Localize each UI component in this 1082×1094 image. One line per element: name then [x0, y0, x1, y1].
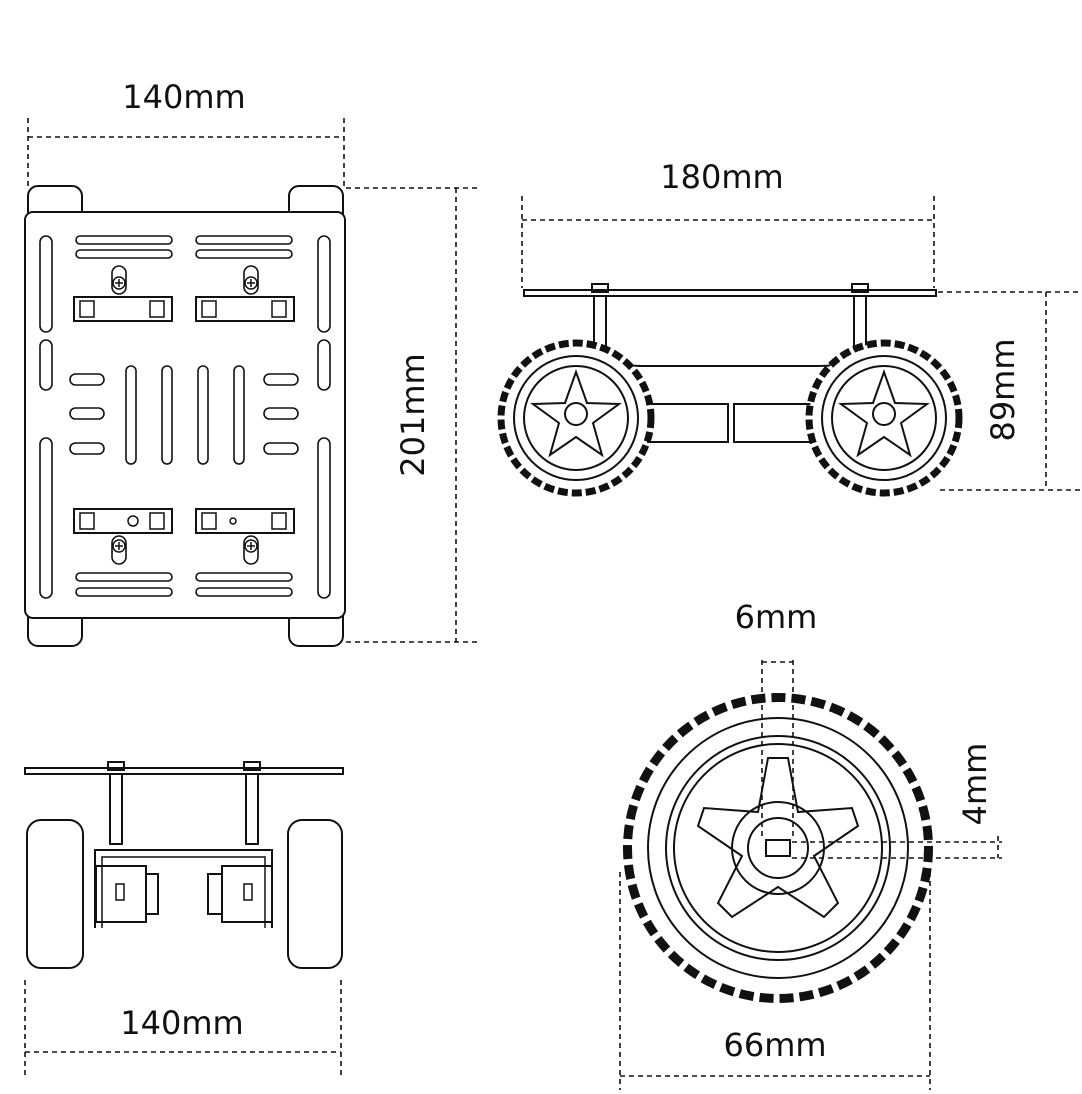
front-left-wheel [26, 819, 84, 969]
hub-flat-label: 4mm [956, 743, 994, 826]
side-length-label: 180mm [660, 158, 783, 196]
top-plate [24, 211, 346, 619]
wheel-icon [805, 339, 963, 497]
screw-icon [111, 265, 259, 565]
wheel-detail: 6mm 4mm 66mm [619, 598, 1002, 1090]
top-length-label: 201mm [394, 353, 432, 476]
top-width-label: 140mm [122, 78, 245, 116]
hub-hole [765, 839, 791, 857]
side-view: 180mm 89mm [497, 158, 1080, 497]
front-view: 140mm [24, 761, 344, 1078]
top-view: 140mm 201mm [24, 78, 480, 647]
side-plate [523, 289, 937, 297]
wheel-icon [497, 339, 655, 497]
wheel-diameter-label: 66mm [723, 1026, 826, 1064]
front-width-label: 140mm [120, 1004, 243, 1042]
hub-hole-label: 6mm [735, 598, 818, 636]
side-height-label: 89mm [984, 338, 1022, 441]
front-right-wheel [287, 819, 343, 969]
